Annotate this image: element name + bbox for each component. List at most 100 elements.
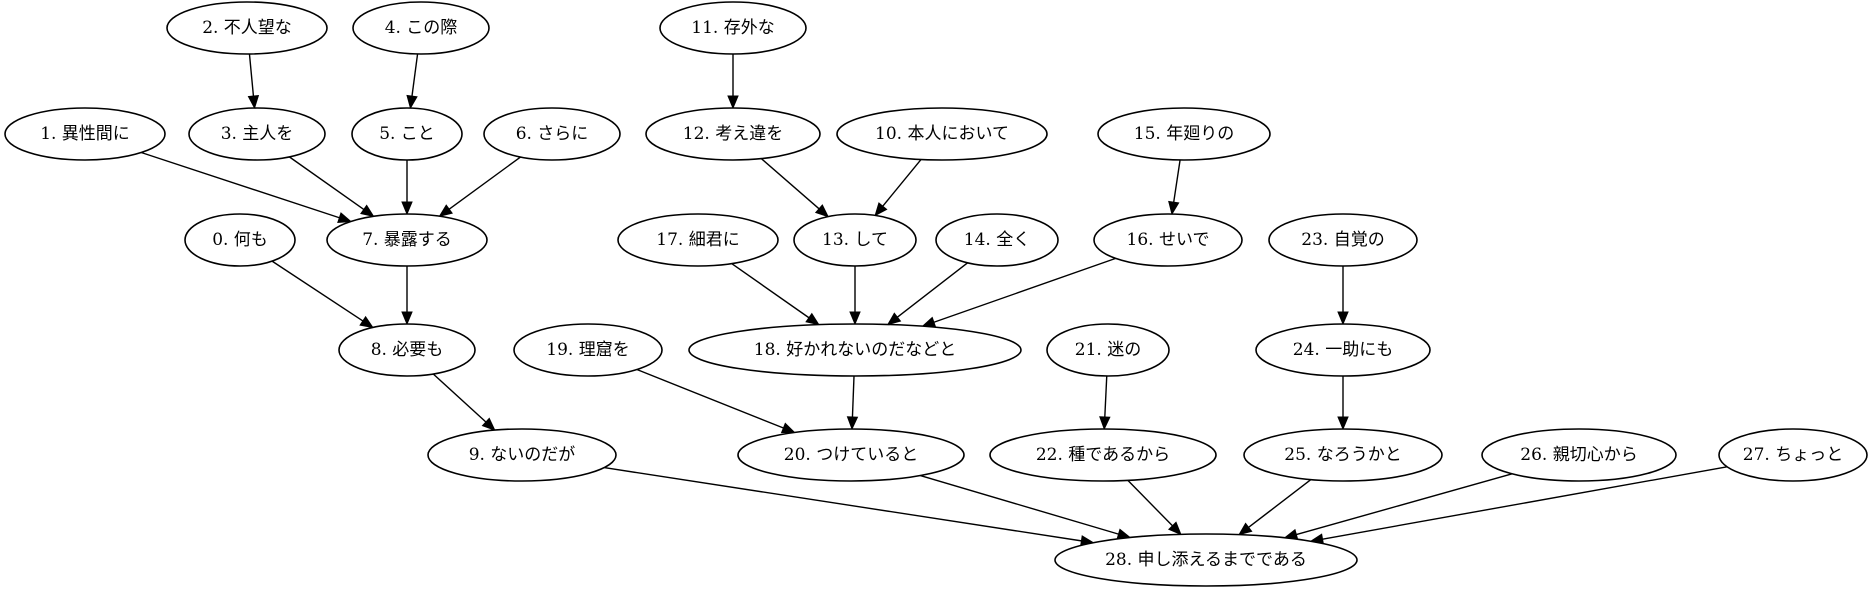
edge-22-to-28 [1127,479,1182,536]
node-10: 10. 本人において [836,107,1048,161]
node-15: 15. 年廻りの [1097,107,1271,161]
edge-11-to-12 [727,54,739,110]
edge-14-to-18 [886,262,969,326]
node-ellipse [351,107,463,161]
edge-10-to-13 [874,159,922,217]
edges-layer [140,53,1728,547]
node-label: 0. 何も [212,230,268,250]
node-2: 2. 不人望な [166,1,328,55]
node-ellipse [427,428,617,482]
arrowhead-icon [360,204,375,218]
node-14: 14. 全く [935,213,1059,267]
node-label: 11. 存外な [691,18,774,38]
edge-15-to-16 [1168,159,1181,216]
edge-3-to-7 [288,156,375,218]
node-ellipse [645,107,821,161]
edge-line [248,53,255,97]
edge-26-to-28 [1283,473,1513,540]
node-18: 18. 好かれないのだなどと [688,323,1022,377]
arrowhead-icon [401,201,413,216]
edge-line [933,257,1116,323]
node-27: 27. ちょっと [1718,428,1868,482]
edge-line [1104,375,1108,418]
node-ellipse [184,213,296,267]
node-label: 8. 必要も [371,340,444,360]
node-ellipse [688,323,1022,377]
edge-line [271,260,364,322]
node-ellipse [989,428,1217,482]
arrowhead-icon [481,417,496,431]
node-23: 23. 自覚の [1268,213,1418,267]
edge-13-to-18 [849,266,861,326]
edge-21-to-22 [1099,375,1111,431]
edge-5-to-7 [401,160,413,216]
node-ellipse [188,107,326,161]
edge-23-to-24 [1337,266,1349,326]
node-label: 16. せいで [1127,230,1210,250]
node-ellipse [1255,323,1431,377]
edge-17-to-18 [731,263,820,326]
node-label: 26. 親切心から [1520,445,1637,465]
node-ellipse [483,107,621,161]
node-ellipse [935,213,1059,267]
node-ellipse [1481,428,1677,482]
node-8: 8. 必要も [338,323,476,377]
arrowhead-icon [337,212,353,224]
arrowhead-icon [846,416,859,431]
edge-line [636,368,784,429]
arrowhead-icon [886,312,902,326]
node-ellipse [1054,533,1358,587]
edge-line [760,158,820,210]
node-1: 1. 異性間に [4,107,166,161]
node-label: 6. さらに [516,124,589,144]
node-4: 4. この際 [352,1,490,55]
arrowhead-icon [1238,522,1253,536]
node-ellipse [737,428,965,482]
arrowhead-icon [805,312,820,326]
node-ellipse [352,1,490,55]
edge-line [432,373,487,423]
node-13: 13. して [793,213,917,267]
node-label: 15. 年廻りの [1134,124,1234,144]
node-ellipse [1718,428,1868,482]
edge-line [851,375,855,418]
arrowhead-icon [814,204,830,218]
node-ellipse [4,107,166,161]
node-5: 5. こと [351,107,463,161]
arrowhead-icon [406,94,418,110]
node-ellipse [1046,323,1170,377]
node-ellipse [1093,213,1243,267]
node-ellipse [1243,428,1443,482]
arrowhead-icon [1099,416,1111,431]
edge-line [1322,466,1728,540]
node-9: 9. ないのだが [427,428,617,482]
node-ellipse [836,107,1048,161]
node-24: 24. 一助にも [1255,323,1431,377]
node-label: 20. つけていると [784,445,918,465]
edge-line [882,159,922,207]
node-7: 7. 暴露する [326,213,488,267]
edge-16-to-18 [921,257,1116,328]
node-6: 6. さらに [483,107,621,161]
arrowhead-icon [247,95,260,110]
node-0: 0. 何も [184,213,296,267]
node-label: 23. 自覚の [1301,230,1384,250]
arrowhead-icon [1337,416,1349,431]
arrowhead-icon [727,95,739,110]
node-label: 10. 本人において [875,124,1009,144]
edge-6-to-7 [438,156,521,218]
node-label: 19. 理窟を [546,340,629,360]
node-label: 12. 考え違を [683,124,783,144]
node-16: 16. せいで [1093,213,1243,267]
edge-19-to-20 [636,368,796,434]
node-22: 22. 種であるから [989,428,1217,482]
arrowhead-icon [874,202,888,217]
edge-8-to-9 [432,373,496,431]
edge-1-to-7 [140,151,353,224]
node-label: 27. ちょっと [1743,445,1843,465]
node-ellipse [1097,107,1271,161]
node-label: 17. 細君に [656,230,739,250]
arrowhead-icon [1167,521,1182,536]
node-label: 3. 主人を [221,124,294,144]
